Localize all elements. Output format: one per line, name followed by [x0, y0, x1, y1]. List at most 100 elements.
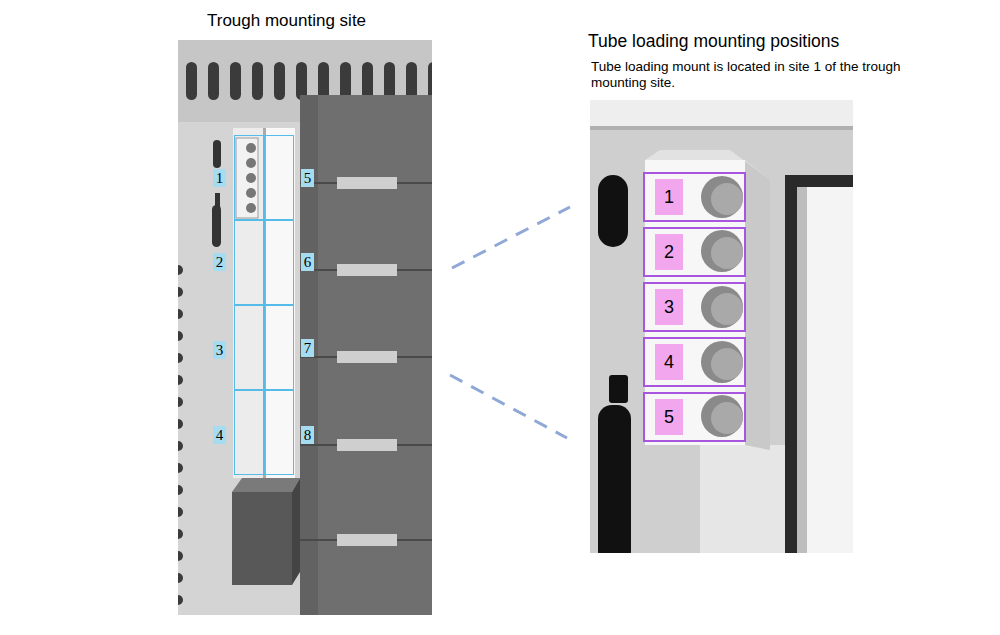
cable-chain	[300, 95, 432, 615]
latch-body	[598, 405, 631, 553]
mount-front	[645, 160, 745, 445]
notch	[178, 265, 183, 275]
tube-holes	[701, 176, 743, 437]
tube-hole-shade	[711, 348, 743, 380]
top-edge	[590, 126, 853, 130]
zoom-lines	[450, 207, 570, 438]
notch	[178, 507, 183, 517]
cable-chain-links	[300, 177, 432, 546]
side-slot	[213, 140, 221, 168]
notch	[178, 419, 183, 429]
mount-hole	[246, 203, 256, 213]
mounting-position-box: 3	[643, 282, 746, 332]
mount-hole	[246, 188, 256, 198]
notch	[178, 375, 183, 385]
mounting-site-box: 7	[264, 305, 294, 390]
callout-number: 5	[301, 169, 314, 187]
mounting-site-box: 1	[234, 135, 264, 220]
cable-chain-side	[300, 95, 318, 615]
chain-window	[337, 351, 397, 363]
mounting-site-box: 4	[234, 390, 264, 475]
notch	[178, 353, 183, 363]
vent-slot	[406, 62, 417, 100]
callout-number: 4	[655, 344, 683, 380]
chain-window	[337, 177, 397, 189]
panel-note: Tube loading mount is located in site 1 …	[591, 59, 901, 91]
box-side	[292, 478, 300, 585]
mounting-site-box: 5	[264, 135, 294, 220]
rail-plate	[700, 445, 785, 553]
vent-slot	[384, 62, 395, 100]
callout-number: 6	[301, 253, 314, 271]
top-band	[590, 100, 853, 128]
side-slot	[215, 193, 220, 207]
mount-holes	[246, 143, 256, 213]
vent-slot	[186, 62, 197, 100]
notch	[178, 309, 183, 319]
callout-number: 4	[213, 426, 226, 444]
callout-number: 1	[213, 169, 226, 187]
side-slot	[598, 175, 628, 247]
vent-slot	[296, 62, 307, 100]
trough-illustration	[178, 40, 432, 615]
mount-closeup	[590, 100, 853, 553]
tube-hole	[701, 395, 743, 437]
zoom-line	[452, 207, 570, 268]
mounting-position-box: 4	[643, 337, 746, 387]
callout-number: 5	[655, 399, 683, 435]
rail-shade	[797, 187, 807, 553]
rail	[785, 175, 853, 553]
notch	[178, 485, 183, 495]
mounting-position-box: 5	[643, 392, 746, 442]
tube-hole-shade	[711, 402, 743, 434]
callout-number: 8	[301, 426, 314, 444]
vent-slots	[186, 62, 432, 100]
box-front	[232, 492, 292, 585]
mounting-site-box: 2	[234, 220, 264, 305]
vent-slot	[318, 62, 329, 100]
mounting-position-box: 2	[643, 227, 746, 277]
tube-loading-mount	[236, 138, 258, 218]
panel-title: Trough mounting site	[207, 11, 366, 31]
callout-number: 3	[655, 289, 683, 325]
mounting-rail	[233, 128, 295, 478]
vent-slot	[428, 62, 432, 100]
tube-hole	[701, 341, 743, 383]
chain-window	[337, 264, 397, 276]
vent-slot	[340, 62, 351, 100]
mounting-rail	[265, 128, 295, 478]
tube-hole-shade	[711, 183, 743, 215]
notch	[178, 331, 183, 341]
zoom-line	[450, 375, 567, 438]
mount-hole	[246, 143, 256, 153]
mounting-site-box: 6	[264, 220, 294, 305]
edge-notches	[178, 265, 183, 605]
mounting-site-box: 3	[234, 305, 264, 390]
callout-number: 7	[301, 339, 314, 357]
chain-window	[337, 534, 397, 546]
vent-slot	[274, 62, 285, 100]
notch	[178, 397, 183, 407]
callout-number: 1	[655, 179, 683, 215]
vent-slot	[230, 62, 241, 100]
tube-hole-shade	[711, 293, 743, 325]
latch-cap	[609, 375, 628, 403]
tube-hole	[701, 230, 743, 272]
mounting-position-box: 1	[643, 172, 746, 222]
side-slot	[212, 205, 221, 247]
notch	[178, 287, 183, 297]
tube-hole	[701, 286, 743, 328]
callout-number: 2	[655, 234, 683, 270]
notch	[178, 441, 183, 451]
panel-background	[178, 40, 432, 615]
rail-edge	[785, 175, 797, 553]
notch	[178, 573, 183, 583]
chain-window	[337, 439, 397, 451]
vent-slot	[208, 62, 219, 100]
mount-hole	[246, 173, 256, 183]
callout-number: 3	[213, 341, 226, 359]
notch	[178, 463, 183, 473]
